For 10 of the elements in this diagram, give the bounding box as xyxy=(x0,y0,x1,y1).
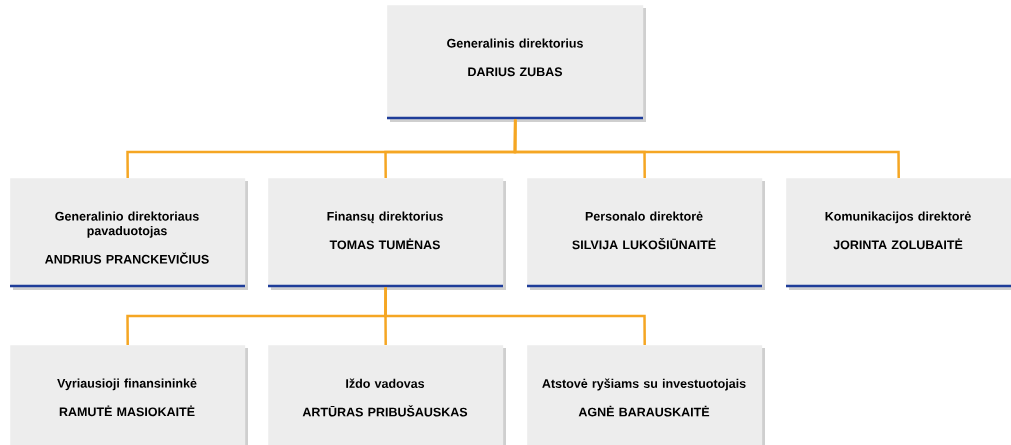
connector-line xyxy=(513,119,900,178)
org-box: Vyriausioji finansininkė RAMUTĖ MASIOKAITĖ xyxy=(10,345,248,445)
org-box: Komunikacijos direktorė JORINTA ZOLUBAITĖ xyxy=(786,178,1011,290)
org-box: Atstovė ryšiams su investuotojais AGNĖ BARAUSKAITĖ xyxy=(527,345,765,445)
org-box: Iždo vadovas ARTŪRAS PRIBUŠAUSKAS xyxy=(268,345,506,445)
org-box: Generalinio direktoriaus pavaduotojas ANDRIUS PRANCKEVIČIUS xyxy=(10,178,248,290)
org-box: Finansų direktorius TOMAS TUMĖNAS xyxy=(268,178,506,290)
org-box: Generalinis direktorius DARIUS ZUBAS xyxy=(387,5,646,122)
connector-line xyxy=(384,287,646,345)
org-box: Personalo direktorė SILVIJA LUKOŠIŪNAITĖ xyxy=(527,178,765,290)
